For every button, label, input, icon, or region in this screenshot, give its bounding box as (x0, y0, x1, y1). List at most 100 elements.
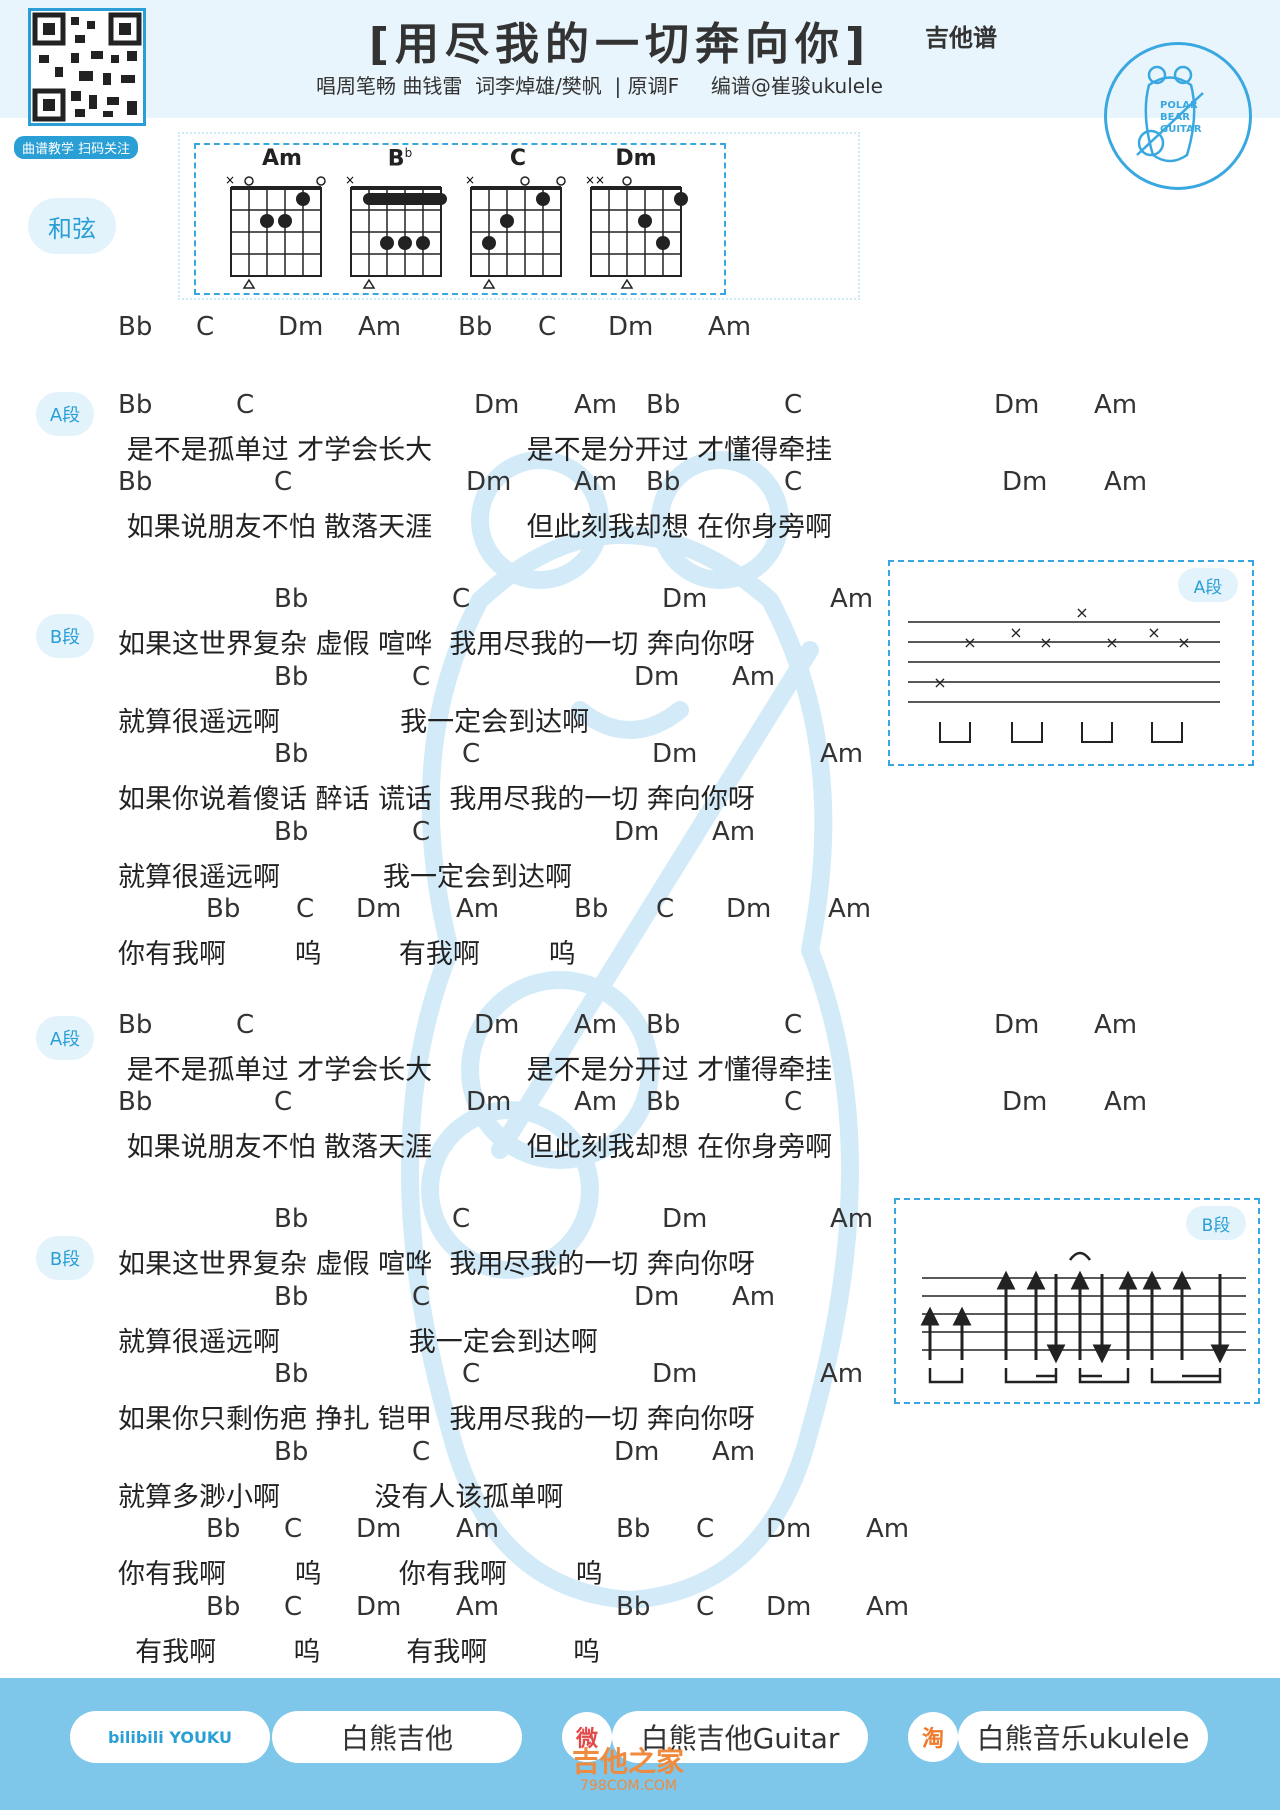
svg-text:×: × (963, 633, 976, 652)
b1-line2-chord-2: Dm (652, 739, 698, 769)
b1-lyric-1: 就算很遥远啊 我一定会到达啊 (118, 706, 590, 738)
b2-line2-chord-1: C (462, 1359, 481, 1389)
b1-line1-chord-3: Am (732, 661, 776, 692)
a1-line0-chord-0: Bb (118, 390, 153, 420)
logo-word-bear: BEAR (1160, 112, 1190, 123)
chord-name-bb: Bb (360, 146, 440, 171)
b1-lyric-4: 你有我啊 呜 有我啊 呜 (118, 939, 576, 970)
platforms-badge[interactable]: bilibili YOUKU (70, 1711, 270, 1763)
b1-line3-chord-1: C (412, 816, 431, 847)
b2-line5-chord-2: Dm (356, 1591, 402, 1622)
qr-pattern (32, 12, 142, 122)
rhythm-box-b: B段 (894, 1198, 1260, 1404)
b2-line3-chord-1: C (412, 1436, 431, 1467)
svg-text:×: × (1039, 633, 1052, 652)
b1-lyric-0: 如果这世界复杂 虚假 喧哗 我用尽我的一切 奔向你呀 (118, 629, 755, 660)
b2-lyric-0: 如果这世界复杂 虚假 喧哗 我用尽我的一切 奔向你呀 (118, 1249, 755, 1280)
a2-line1-chord-5: C (784, 1087, 803, 1117)
logo-word-polar: POLAR (1160, 100, 1198, 111)
rhythm-pattern-a: ××× ××× ×× (908, 603, 1220, 743)
a2-line0-chord-7: Am (1094, 1010, 1138, 1040)
svg-text:×: × (465, 173, 475, 187)
a1-line1-chord-6: Dm (1002, 467, 1048, 497)
b1-line4-chord-7: Am (828, 894, 872, 924)
b2-lyric-3: 就算多渺小啊 没有人该孤单啊 (118, 1481, 564, 1513)
b1-line4-chord-5: C (656, 894, 675, 924)
b1-line0-chord-3: Am (830, 584, 874, 614)
footer-channel-pill-1[interactable]: 白熊吉他 (272, 1711, 522, 1763)
chord-bb-diagram: × (345, 173, 447, 289)
a1-line0-chord-4: Bb (646, 390, 681, 420)
a1-line1-chord-1: C (274, 467, 293, 497)
b2-line0-chord-0: Bb (274, 1204, 309, 1234)
chord-c-diagram: × (465, 173, 566, 289)
a2-line1-chord-2: Dm (466, 1087, 512, 1117)
b2-line4-chord-5: C (696, 1514, 715, 1544)
svg-text:×: × (1147, 623, 1160, 642)
b2-line4-chord-1: C (284, 1514, 303, 1544)
b2-line5-chord-5: C (696, 1591, 715, 1622)
score-type-label: 吉他谱 (925, 24, 997, 52)
intro-chord-6: Dm (608, 312, 654, 342)
a2-line0-chord-4: Bb (646, 1010, 681, 1040)
a1-lyric-0: 是不是孤单过 才学会长大 是不是分开过 才懂得牵挂 (118, 435, 833, 466)
b1-line2-chord-1: C (462, 739, 481, 769)
b1-line4-chord-1: C (296, 894, 315, 924)
weibo-icon[interactable]: 微 (562, 1712, 612, 1762)
b2-line4-chord-6: Dm (766, 1514, 812, 1544)
section-tag-a-1: A段 (36, 392, 94, 436)
a2-line1-chord-0: Bb (118, 1087, 153, 1117)
b1-line4-chord-2: Dm (356, 894, 402, 924)
b1-line4-chord-3: Am (456, 894, 500, 924)
b2-line4-chord-4: Bb (616, 1514, 651, 1544)
a2-line1-chord-6: Dm (1002, 1087, 1048, 1117)
qr-code (28, 8, 146, 126)
a1-line1-chord-5: C (784, 467, 803, 497)
a1-line0-chord-3: Am (574, 390, 618, 420)
chord-name-am: Am (262, 146, 302, 171)
rhythm-box-a: A段 ××× ××× ×× (888, 560, 1254, 766)
b2-line1-chord-0: Bb (274, 1281, 309, 1312)
a2-line1-chord-3: Am (574, 1087, 618, 1117)
a1-line1-chord-2: Dm (466, 467, 512, 497)
svg-text:×: × (226, 173, 235, 187)
chord-name-dm: Dm (615, 146, 657, 171)
a2-line0-chord-1: C (236, 1010, 255, 1040)
a2-line0-chord-5: C (784, 1010, 803, 1040)
b2-line0-chord-3: Am (830, 1204, 874, 1234)
site-watermark: 吉他之家 (572, 1745, 685, 1778)
b1-line3-chord-3: Am (712, 816, 756, 847)
a1-line0-chord-6: Dm (994, 390, 1040, 420)
bear-guitar-icon (1136, 65, 1204, 163)
b2-line5-chord-3: Am (456, 1591, 500, 1622)
b2-lyric-4: 你有我啊 呜 你有我啊 呜 (118, 1559, 603, 1590)
b2-line5-chord-6: Dm (766, 1591, 812, 1622)
b2-line5-chord-7: Am (866, 1591, 910, 1622)
polar-bear-guitar-logo (1104, 42, 1252, 190)
intro-chord-4: Bb (458, 312, 493, 342)
svg-text:×: × (1105, 633, 1118, 652)
b2-line0-chord-1: C (452, 1204, 471, 1234)
b1-lyric-2: 如果你说着傻话 醉话 谎话 我用尽我的一切 奔向你呀 (118, 784, 755, 815)
b1-line1-chord-1: C (412, 661, 431, 692)
a1-line1-chord-3: Am (574, 467, 618, 497)
b2-line1-chord-2: Dm (634, 1281, 680, 1312)
a2-line1-chord-7: Am (1104, 1087, 1148, 1117)
b2-line1-chord-3: Am (732, 1281, 776, 1312)
taobao-icon[interactable]: 淘 (908, 1712, 958, 1762)
site-watermark-url: 798COM.COM (580, 1778, 677, 1794)
intro-chord-7: Am (708, 312, 752, 342)
intro-chord-5: C (538, 312, 557, 342)
b1-line2-chord-3: Am (820, 739, 864, 769)
chord-area-outline (178, 132, 860, 300)
chords-tag: 和弦 (28, 198, 116, 254)
b1-line0-chord-1: C (452, 584, 471, 614)
b1-line0-chord-2: Dm (662, 584, 708, 614)
b2-lyric-1: 就算很遥远啊 我一定会到达啊 (118, 1326, 598, 1358)
b2-line5-chord-4: Bb (616, 1591, 651, 1622)
footer-channel-pill-2[interactable]: 白熊吉他Guitar (612, 1711, 868, 1763)
credits-line: 唱周笔畅 曲钱雷 词李焯雄/樊帆 | 原调F 编谱@崔骏ukulele (316, 74, 883, 98)
b2-line5-chord-1: C (284, 1591, 303, 1622)
chord-am-diagram: × (226, 173, 326, 289)
footer-channel-pill-3[interactable]: 白熊音乐ukulele (958, 1711, 1208, 1763)
